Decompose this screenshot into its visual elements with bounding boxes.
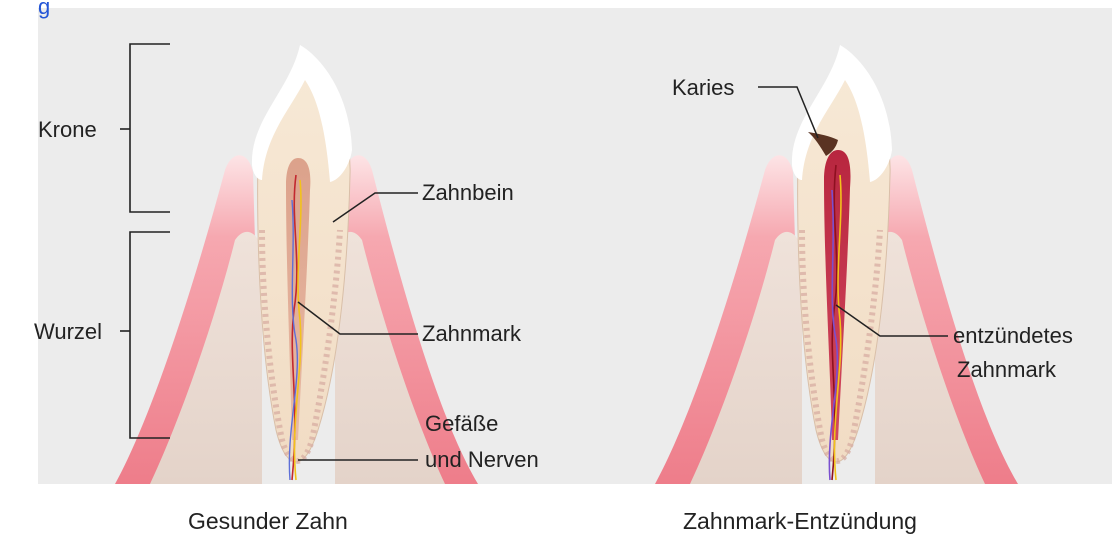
label-gefaesse-line2: und Nerven bbox=[425, 446, 539, 474]
label-gefaesse-line1: Gefäße bbox=[425, 410, 498, 438]
caption-healthy-tooth: Gesunder Zahn bbox=[188, 508, 348, 535]
inflamed-tooth-group bbox=[655, 45, 1018, 484]
label-entzuendet-line2: Zahnmark bbox=[957, 356, 1056, 384]
healthy-tooth-group bbox=[115, 45, 478, 484]
krone-bracket bbox=[130, 44, 170, 212]
caption-inflamed-tooth: Zahnmark-Entzündung bbox=[683, 508, 917, 535]
label-entzuendet-line1: entzündetes bbox=[953, 322, 1073, 350]
label-zahnbein: Zahnbein bbox=[422, 179, 514, 207]
label-krone: Krone bbox=[38, 116, 97, 144]
label-wurzel: Wurzel bbox=[34, 318, 102, 346]
label-karies: Karies bbox=[672, 74, 734, 102]
label-zahnmark: Zahnmark bbox=[422, 320, 521, 348]
